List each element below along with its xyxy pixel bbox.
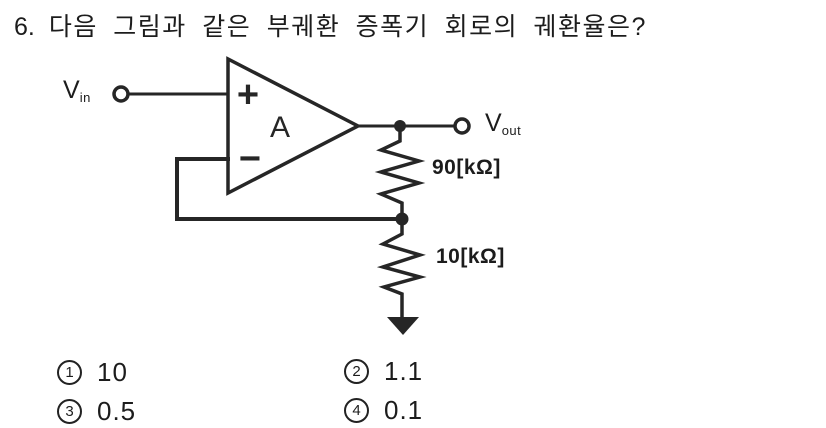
input-terminal	[112, 85, 130, 103]
choice-marker-4: 4	[344, 398, 369, 423]
question-text: 다음 그림과 같은 부궤환 증폭기 회로의 궤환율은?	[48, 13, 647, 41]
resistor-10k-symbol	[376, 223, 427, 321]
choice-marker-1: 1	[57, 360, 82, 385]
opamp-plus-label: +	[237, 74, 259, 116]
ground-symbol	[387, 317, 419, 335]
resistor-90k-symbol	[374, 130, 426, 215]
choice-option-1[interactable]: 1 10	[57, 357, 128, 388]
choice-label-4: 0.1	[384, 395, 424, 425]
choice-label-3: 0.5	[97, 396, 137, 426]
vout-subscript: out	[501, 123, 522, 138]
vin-subscript: in	[79, 90, 91, 105]
vin-symbol: V	[63, 76, 80, 104]
question-number: 6.	[14, 13, 35, 41]
resistor-90k-label: 90[kΩ]	[432, 156, 501, 179]
choice-label-1: 10	[97, 357, 128, 387]
vout-label: Vout	[485, 111, 521, 143]
vout-symbol: V	[485, 109, 502, 137]
feedback-wire	[175, 157, 398, 221]
output-junction-dot	[394, 120, 406, 132]
choice-marker-3: 3	[57, 399, 82, 424]
opamp-minus-label: −	[239, 138, 261, 180]
choice-option-3[interactable]: 3 0.5	[57, 396, 136, 427]
choice-label-2: 1.1	[384, 356, 424, 386]
feedback-junction-dot	[395, 212, 409, 226]
opamp-triangle	[226, 56, 362, 196]
vin-label: Vin	[63, 78, 91, 110]
opamp-gain-label: A	[270, 111, 290, 144]
output-terminal	[453, 117, 471, 135]
choice-option-2[interactable]: 2 1.1	[344, 356, 423, 387]
choice-option-4[interactable]: 4 0.1	[344, 395, 423, 426]
resistor-10k-label: 10[kΩ]	[436, 245, 505, 268]
question: 6. 다음 그림과 같은 부궤환 증폭기 회로의 궤환율은?	[14, 7, 647, 43]
choice-marker-2: 2	[344, 359, 369, 384]
